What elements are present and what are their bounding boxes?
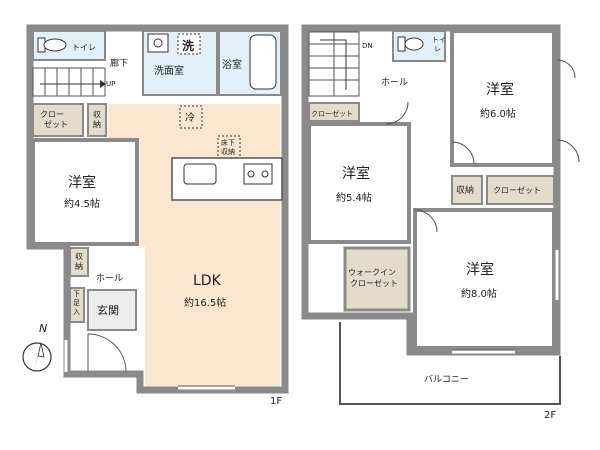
bedroom-1f bbox=[31, 138, 139, 246]
room-c-size: 約8.0帖 bbox=[461, 287, 497, 300]
entrance bbox=[87, 289, 137, 331]
underfloor-storage bbox=[217, 135, 241, 159]
ldk-size: 約16.5帖 bbox=[184, 296, 226, 309]
floor-2: バルコニー DN トイレ ホール クローゼット 洋室 約5. bbox=[301, 24, 580, 421]
storage-1f bbox=[87, 103, 107, 137]
shoe-storage bbox=[69, 287, 85, 323]
bedroom-1f-name: 洋室 bbox=[68, 174, 96, 191]
stairs-1f bbox=[32, 67, 106, 97]
closet-1f-label: クローゼット bbox=[40, 110, 68, 129]
corridor-label: 廊下 bbox=[110, 57, 128, 69]
toilet-1f-label: トイレ bbox=[72, 43, 96, 52]
up-label: UP bbox=[106, 80, 115, 88]
fridge-space bbox=[179, 105, 203, 129]
toilet-2f-icon bbox=[397, 36, 424, 52]
ldk-name: LDK bbox=[193, 273, 222, 289]
balcony-label: バルコニー bbox=[424, 374, 469, 385]
stove-icon bbox=[243, 163, 273, 185]
entrance-door bbox=[87, 333, 127, 373]
wash-label: 洗 bbox=[182, 38, 194, 53]
bathtub-icon bbox=[249, 34, 277, 90]
dn-label: DN bbox=[362, 42, 373, 50]
bath-label: 浴室 bbox=[222, 58, 242, 71]
door-room-b bbox=[451, 141, 475, 165]
floor2-label: 2F bbox=[544, 410, 556, 421]
bedroom-2f-a bbox=[307, 122, 411, 244]
floor-1: トイレ 廊下 UP 洗 洗面室 浴室 クローゼッ bbox=[22, 24, 289, 407]
north-compass-icon bbox=[22, 342, 52, 372]
hall-1f-label: ホール bbox=[96, 273, 123, 284]
entrance-label: 玄関 bbox=[97, 303, 119, 317]
walk-in-closet bbox=[343, 246, 411, 312]
room-a-size: 約5.4帖 bbox=[336, 191, 372, 204]
north-label: N bbox=[39, 322, 47, 335]
balcony bbox=[339, 322, 561, 405]
door-room-c bbox=[414, 209, 438, 233]
room-c-name: 洋室 bbox=[466, 261, 494, 278]
toilet-2f-label: トイレ bbox=[432, 36, 446, 53]
closet-2f-b bbox=[486, 175, 555, 205]
washroom-label: 洗面室 bbox=[154, 64, 184, 77]
door-balcony-b bbox=[556, 139, 580, 163]
fridge-label: 冷 bbox=[185, 111, 195, 124]
door-balcony-c bbox=[556, 59, 576, 79]
storage-2f-label: 収納 bbox=[456, 184, 474, 196]
sink-icon bbox=[147, 33, 169, 53]
kitchen-sink bbox=[183, 163, 217, 185]
shoe-label: 下足入 bbox=[73, 290, 80, 316]
toilet-icon bbox=[37, 37, 67, 53]
storage-2-1f bbox=[69, 247, 89, 277]
bedroom-1f-size: 約4.5帖 bbox=[64, 197, 100, 210]
bedroom-2f-b bbox=[450, 29, 556, 167]
stairs-2f bbox=[308, 31, 360, 97]
room-b-size: 約6.0帖 bbox=[480, 107, 516, 120]
wic-label: ウォークインクローゼット bbox=[348, 268, 398, 288]
closet-2f-b-label: クローゼット bbox=[493, 185, 541, 195]
washing-machine bbox=[177, 33, 201, 55]
storage-2-label: 収納 bbox=[75, 251, 83, 271]
floor1-label: 1F bbox=[270, 396, 282, 407]
room-a-name: 洋室 bbox=[342, 165, 370, 182]
storage-2f bbox=[451, 175, 483, 205]
hall-2f-label: ホール bbox=[381, 77, 408, 88]
closet-2f-top-label: クローゼット bbox=[311, 109, 353, 118]
door-room-a bbox=[385, 101, 409, 125]
room-b-name: 洋室 bbox=[486, 81, 514, 98]
closet-2f-top bbox=[308, 102, 360, 122]
bedroom-2f-c bbox=[413, 208, 556, 350]
storage-1f-label: 収納 bbox=[93, 109, 101, 129]
closet-1f bbox=[32, 103, 84, 137]
underfloor-label: 床下収納 bbox=[221, 138, 235, 156]
